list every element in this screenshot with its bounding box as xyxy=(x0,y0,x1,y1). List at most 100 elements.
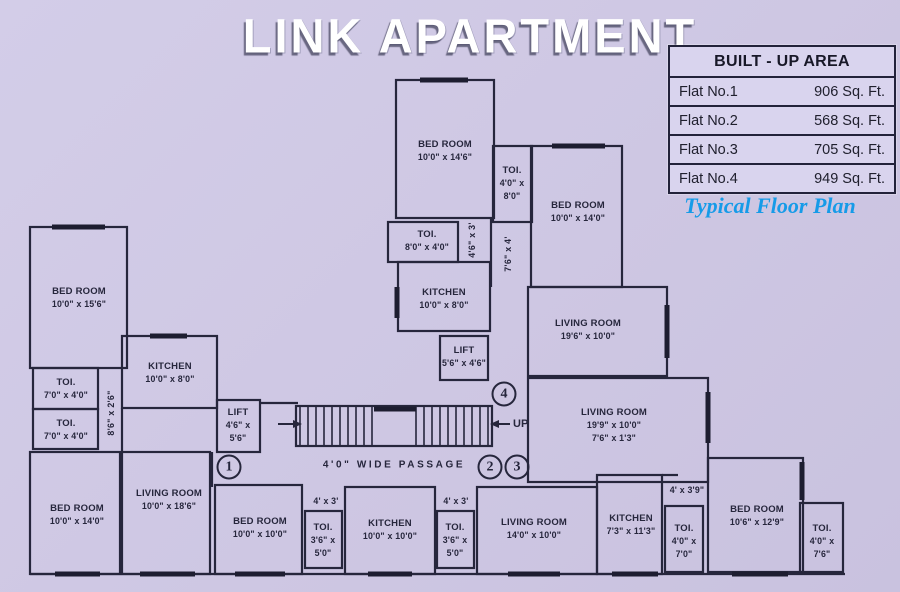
room-label-kitchen-left: KITCHEN 10'0" x 8'0" xyxy=(145,360,194,386)
up-label: UP xyxy=(513,418,529,430)
room-dims: 4' x 3' xyxy=(313,495,339,506)
room-name: BED ROOM xyxy=(52,286,106,298)
room-label-bedroom-bottom-left: BED ROOM 10'0" x 14'0" xyxy=(50,502,104,528)
room-name: LIVING ROOM xyxy=(554,318,622,330)
corridor-dim-b: 7'6" x 4' xyxy=(503,236,513,272)
corridor-dim-c: 8'6" x 2'6" xyxy=(106,390,116,436)
flat-number-2: 2 xyxy=(477,454,503,480)
stair-treads xyxy=(299,406,489,446)
room-name: LIFT xyxy=(227,407,249,419)
room-dims: 3'6" x xyxy=(310,535,336,546)
wall-toilet-left2 xyxy=(31,407,100,451)
room-dims: 5'6" x 4'6" xyxy=(441,358,487,369)
room-name: BED ROOM xyxy=(50,503,104,515)
flat-number-3: 3 xyxy=(504,454,530,480)
room-name: BED ROOM xyxy=(730,504,784,516)
door-dim-3: 4' x 3'9" xyxy=(670,484,705,496)
room-label-kitchen-bottom-right: KITCHEN 7'3" x 11'3" xyxy=(607,512,656,538)
room-dims: 4' x 3'9" xyxy=(669,484,705,495)
room-dims: 4'0" x xyxy=(499,178,525,189)
door-dim-2: 4' x 3' xyxy=(443,495,468,507)
wall-living-bottom-left xyxy=(120,450,212,576)
room-label-bedroom-top: BED ROOM 10'0" x 14'6" xyxy=(418,138,472,164)
room-label-toilet-left2: TOI. 7'0" x 4'0" xyxy=(44,417,88,443)
room-name: TOI. xyxy=(417,229,437,241)
up-arrow-icon xyxy=(490,420,510,428)
room-label-living-right: LIVING ROOM 19'9" x 10'0" 7'6" x 1'3" xyxy=(581,406,647,444)
room-label-toilet-br2: TOI. 4'0" x 7'6" xyxy=(810,522,835,560)
room-name: BED ROOM xyxy=(418,139,472,151)
room-dims: 5'6" xyxy=(229,432,247,443)
room-name: LIFT xyxy=(453,345,475,357)
room-name: TOI. xyxy=(502,165,522,177)
room-dims: 10'0" x 15'6" xyxy=(51,299,107,310)
flat-label: Flat No.3 xyxy=(679,141,738,158)
room-name: TOI. xyxy=(56,377,76,389)
flat-area: 568 Sq. Ft. xyxy=(814,112,885,129)
table-row: Flat No.4 949 Sq. Ft. xyxy=(670,163,894,192)
table-row: Flat No.2 568 Sq. Ft. xyxy=(670,105,894,134)
room-dims: 7'6" xyxy=(813,548,831,559)
room-dims: 19'6" x 10'0" xyxy=(560,331,616,342)
room-label-kitchen-top: KITCHEN 10'0" x 8'0" xyxy=(419,286,468,312)
room-label-toilet-mid: TOI. 8'0" x 4'0" xyxy=(405,228,449,254)
wall-lift-left xyxy=(215,398,262,454)
room-dims: 8'0" xyxy=(503,190,521,201)
room-label-toilet-br1: TOI. 4'0" x 7'0" xyxy=(672,522,697,560)
room-dims: 10'0" x 8'0" xyxy=(145,374,195,385)
room-label-living-bottom: LIVING ROOM 14'0" x 10'0" xyxy=(501,516,567,542)
area-table-header: BUILT - UP AREA xyxy=(714,52,850,70)
room-name: TOI. xyxy=(445,522,465,534)
room-dims: 10'6" x 12'9" xyxy=(729,517,785,528)
flat-area: 906 Sq. Ft. xyxy=(814,83,885,100)
room-label-lift-top: LIFT 5'6" x 4'6" xyxy=(442,344,486,370)
room-label-bedroom-bottom1: BED ROOM 10'0" x 10'0" xyxy=(233,515,287,541)
room-name: KITCHEN xyxy=(148,361,192,373)
room-label-lift-left: LIFT 4'6" x 5'6" xyxy=(226,406,251,444)
room-name: TOI. xyxy=(56,418,76,430)
room-dims: 7'0" xyxy=(675,548,693,559)
room-dims: 10'0" x 14'0" xyxy=(550,213,606,224)
room-name: KITCHEN xyxy=(422,287,466,299)
room-dims: 4'6" x xyxy=(225,420,251,431)
wall-lift-top xyxy=(438,334,490,382)
room-dims: 10'0" x 10'0" xyxy=(362,531,418,542)
flat-area: 705 Sq. Ft. xyxy=(814,141,885,158)
room-dims: 10'0" x 18'6" xyxy=(141,501,197,512)
door-dim-1: 4' x 3' xyxy=(313,495,338,507)
room-dims: 7'0" x 4'0" xyxy=(43,431,89,442)
flat-label: Flat No.4 xyxy=(679,170,738,187)
room-dims: 7'0" x 4'0" xyxy=(43,390,89,401)
room-name: BED ROOM xyxy=(551,200,605,212)
room-dims: 4'0" x xyxy=(671,536,697,547)
room-label-toilet-left1: TOI. 7'0" x 4'0" xyxy=(44,376,88,402)
room-label-bedroom-bottom-right: BED ROOM 10'6" x 12'9" xyxy=(730,503,784,529)
plan-caption: Typical Floor Plan xyxy=(684,193,856,218)
room-label-bedroom-top-right: BED ROOM 10'0" x 14'0" xyxy=(551,199,605,225)
room-dims: 10'0" x 14'6" xyxy=(417,152,473,163)
room-label-toilet-bottom1: TOI. 3'6" x 5'0" xyxy=(311,521,336,559)
room-dims: 10'0" x 10'0" xyxy=(232,529,288,540)
room-dims: 7'3" x 11'3" xyxy=(606,526,656,537)
room-dims: 4'0" x xyxy=(809,536,835,547)
room-dims: 8'0" x 4'0" xyxy=(404,242,450,253)
room-label-living-top-right: LIVING ROOM 19'6" x 10'0" xyxy=(555,317,621,343)
room-name: LIVING ROOM xyxy=(500,517,568,529)
room-label-kitchen-bottom: KITCHEN 10'0" x 10'0" xyxy=(363,517,417,543)
staircase xyxy=(294,404,494,448)
flat-label: Flat No.1 xyxy=(679,83,738,100)
stair-entry-arrow-icon xyxy=(278,420,302,428)
built-up-area-table: BUILT - UP AREA Flat No.1 906 Sq. Ft. Fl… xyxy=(668,45,896,194)
room-name: LIVING ROOM xyxy=(135,488,203,500)
room-dims: 7'6" x 1'3" xyxy=(591,432,637,443)
corridor-dim-a: 4'6" x 3' xyxy=(467,222,477,258)
room-dims: 10'0" x 8'0" xyxy=(419,300,469,311)
room-dims: 19'9" x 10'0" xyxy=(586,420,642,431)
table-row: Flat No.1 906 Sq. Ft. xyxy=(670,76,894,105)
flat-area: 949 Sq. Ft. xyxy=(814,170,885,187)
room-dims: 4' x 3' xyxy=(443,495,469,506)
room-name: BED ROOM xyxy=(233,516,287,528)
wall-toilet-bottom1 xyxy=(303,509,344,570)
room-name: KITCHEN xyxy=(609,513,653,525)
